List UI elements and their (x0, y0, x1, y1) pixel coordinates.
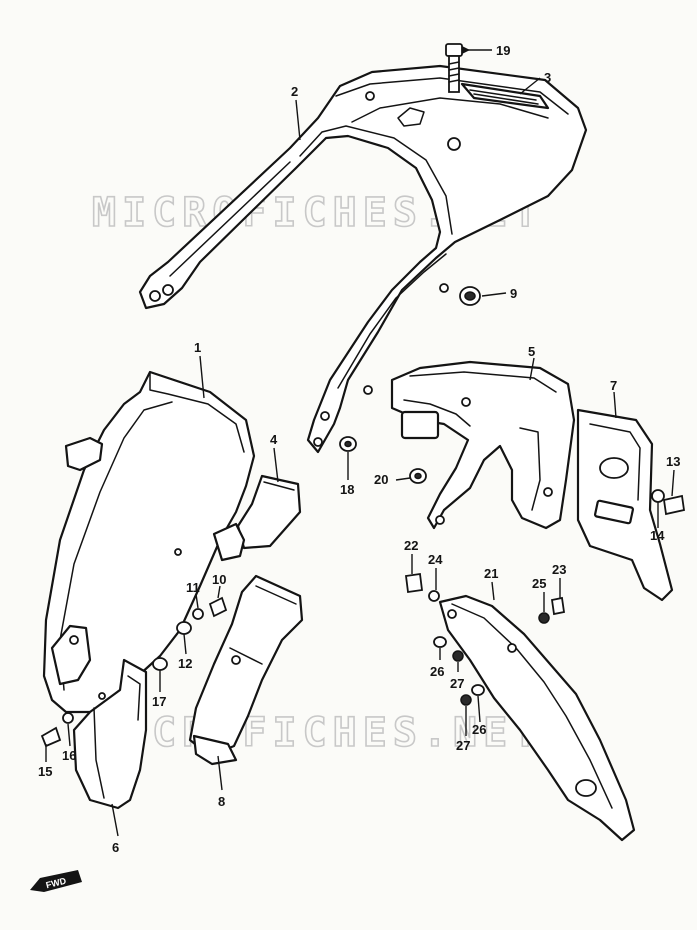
callout-8: 8 (218, 794, 225, 809)
callout-14: 14 (650, 528, 665, 543)
callout-2: 2 (291, 84, 298, 99)
part-14-washer[interactable] (651, 489, 665, 503)
front-mark-label: FWD (45, 876, 68, 891)
watermark-bottom: MICROFICHES.NET (92, 710, 543, 756)
part-12-collar[interactable] (176, 621, 192, 635)
callout-4: 4 (270, 432, 278, 447)
callout-5: 5 (528, 344, 535, 359)
callout-19: 19 (496, 43, 510, 58)
part-2-seat-rail[interactable] (138, 64, 588, 454)
callout-1: 1 (194, 340, 201, 355)
part-27-nut-b[interactable] (460, 694, 472, 706)
part-9-grommet[interactable] (459, 286, 481, 306)
part-3-reflector[interactable] (460, 82, 550, 110)
leader-lines (45, 46, 675, 837)
part-21-flap-bracket[interactable] (438, 594, 636, 842)
callout-10: 10 (212, 572, 226, 587)
callout-16: 16 (62, 748, 76, 763)
callout-3: 3 (544, 70, 551, 85)
callouts: 1 2 3 4 5 6 7 8 9 10 11 12 13 14 15 16 1… (38, 43, 680, 855)
part-26-nut-a[interactable] (433, 636, 447, 648)
callout-20: 20 (374, 472, 388, 487)
callout-24: 24 (428, 552, 443, 567)
part-22-bolt[interactable] (404, 572, 424, 594)
part-20-bolt[interactable] (409, 468, 427, 484)
part-7-plate-bracket[interactable] (576, 408, 674, 602)
part-16-washer[interactable] (62, 712, 74, 724)
callout-25: 25 (532, 576, 546, 591)
part-18-nut[interactable] (339, 436, 357, 452)
part-26-nut-b[interactable] (471, 684, 485, 696)
callout-11: 11 (186, 580, 200, 595)
callout-26a: 26 (430, 664, 444, 679)
part-8-splash-cover[interactable] (188, 574, 304, 766)
callout-18: 18 (340, 482, 354, 497)
part-4-fender-stay[interactable] (212, 474, 302, 562)
callout-9: 9 (510, 286, 517, 301)
callout-12: 12 (178, 656, 192, 671)
callout-15: 15 (38, 764, 52, 779)
part-5-fender-bracket[interactable] (390, 360, 576, 530)
callout-23: 23 (552, 562, 566, 577)
part-13-bolt[interactable] (662, 494, 686, 516)
front-direction-mark: FWD (30, 870, 82, 892)
callout-7: 7 (610, 378, 617, 393)
callout-22: 22 (404, 538, 418, 553)
part-23-bolt[interactable] (550, 596, 566, 616)
part-11-washer[interactable] (192, 608, 204, 620)
part-19-bolt[interactable] (445, 43, 463, 93)
callout-27a: 27 (450, 676, 464, 691)
callout-27b: 27 (456, 738, 470, 753)
callout-17: 17 (152, 694, 166, 709)
part-6-mudguard-flap[interactable] (72, 658, 148, 810)
callout-26b: 26 (472, 722, 486, 737)
callout-13: 13 (666, 454, 680, 469)
callout-6: 6 (112, 840, 119, 855)
part-15-bolt[interactable] (40, 726, 62, 748)
part-25-washer[interactable] (538, 612, 550, 624)
part-10-bolt[interactable] (208, 596, 228, 618)
callout-21: 21 (484, 566, 498, 581)
part-27-nut-a[interactable] (452, 650, 464, 662)
part-24-washer[interactable] (428, 590, 440, 602)
part-17-nut[interactable] (152, 657, 168, 671)
part-1-rear-fender[interactable] (42, 370, 256, 714)
